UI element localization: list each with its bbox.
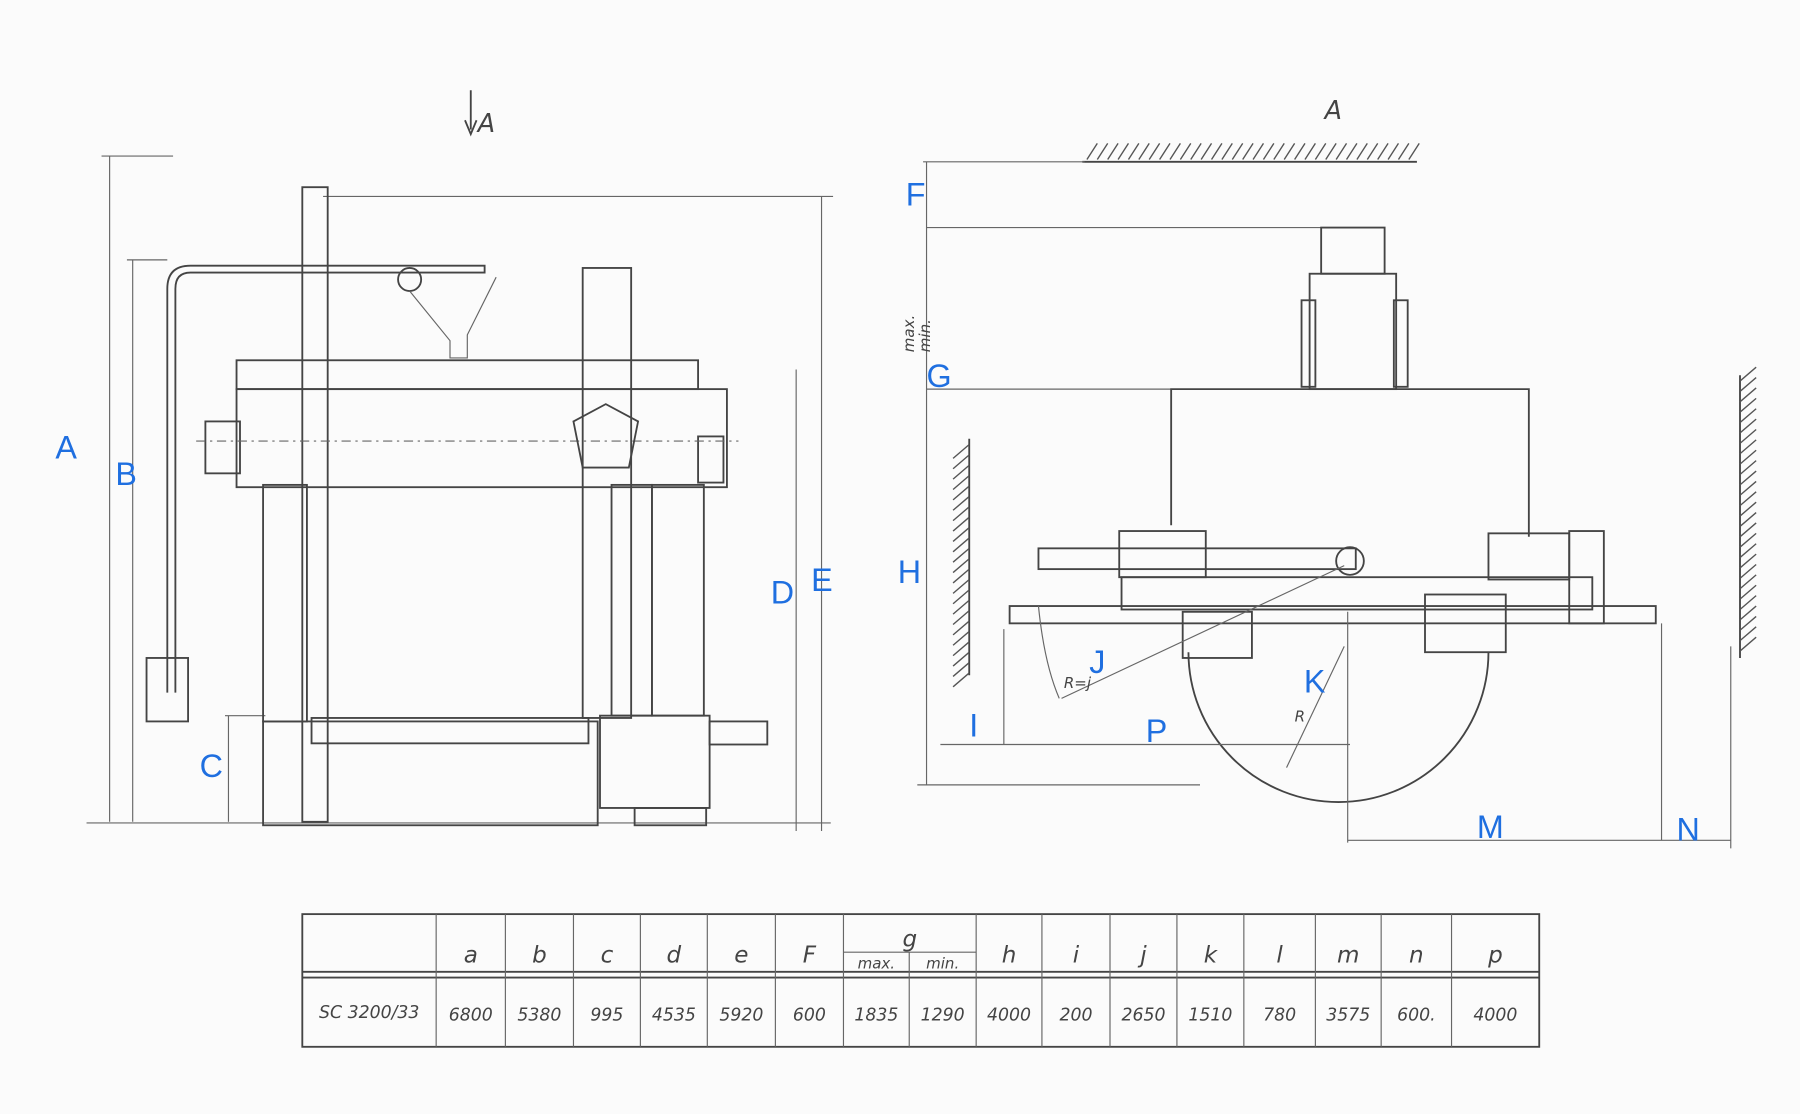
label-a: A (55, 429, 77, 465)
table-value-m: 3575 (1326, 1005, 1370, 1025)
table-value-l: 780 (1263, 1005, 1296, 1025)
table-value-i: 200 (1059, 1005, 1092, 1025)
dimension-table: a b c d e Fg h i j k l m n p max. min. SC 3200/33 6800 538… (301, 913, 1541, 1048)
table-header-d: d (667, 943, 682, 969)
label-j: J (1089, 644, 1105, 680)
g-min-label: min. (916, 319, 934, 352)
label-b: B (115, 456, 137, 492)
table-value-g_max: 1835 (854, 1005, 898, 1025)
table-header-i: i (1073, 943, 1080, 969)
table-header-g: g (902, 926, 917, 952)
table-subheader-g-min: min. (926, 954, 959, 972)
g-max-label: max. (900, 315, 918, 352)
table-subheader-g-max: max. (858, 954, 895, 972)
table-header-p: p (1487, 943, 1503, 969)
table-header-F: F (803, 943, 817, 969)
table-header-a: a (464, 943, 478, 969)
view-arrow-label: A (476, 108, 495, 138)
radius-j-label: R=j (1064, 674, 1092, 692)
label-g: G (927, 358, 952, 394)
table-header-l: l (1276, 943, 1283, 969)
table-value-b: 5380 (517, 1005, 561, 1025)
table-header-c: c (601, 943, 614, 969)
table-value-n: 600. (1397, 1005, 1436, 1025)
table-value-j: 2650 (1121, 1005, 1165, 1025)
radius-k-label: R (1295, 707, 1305, 725)
table-value-k: 1510 (1188, 1005, 1232, 1025)
table-value-g_min: 1290 (921, 1005, 965, 1025)
table-value-F: 600 (793, 1005, 826, 1025)
table-model-cell: SC 3200/33 (319, 1003, 419, 1023)
table-header-n: n (1409, 943, 1424, 969)
table-value-a: 6800 (449, 1005, 493, 1025)
label-i: I (969, 707, 978, 743)
table-header-k: k (1204, 943, 1219, 969)
label-n: N (1677, 811, 1700, 847)
side-view-label: A (1323, 95, 1342, 125)
label-m: M (1477, 809, 1504, 845)
dimension-labels: A B C D E F G H I J K P M N (55, 177, 1699, 848)
front-view: A (86, 90, 834, 832)
table-header-b: b (532, 943, 547, 969)
label-p: P (1146, 713, 1168, 749)
table-value-h: 4000 (987, 1005, 1031, 1025)
table-header-h: h (1002, 943, 1017, 969)
table-value-c: 995 (590, 1005, 623, 1025)
label-f: F (906, 177, 926, 213)
label-k: K (1304, 664, 1326, 700)
table-header-m: m (1337, 943, 1359, 969)
label-e: E (811, 562, 833, 598)
label-h: H (898, 554, 921, 590)
table-value-d: 4535 (652, 1005, 696, 1025)
side-view: A max. min. R=j R (900, 95, 1757, 849)
table-header-j: j (1137, 943, 1147, 969)
label-c: C (200, 748, 223, 784)
label-d: D (771, 575, 794, 611)
table-header-e: e (734, 943, 748, 969)
table-value-e: 5920 (719, 1005, 763, 1025)
table-value-p: 4000 (1473, 1005, 1517, 1025)
